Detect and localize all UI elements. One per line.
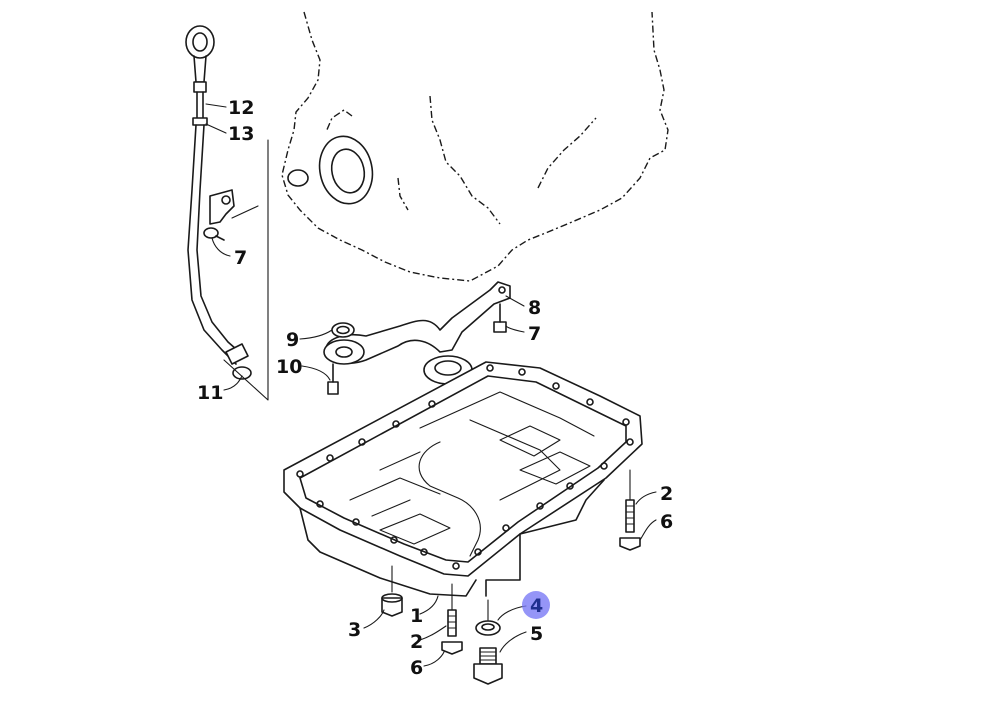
callout-9: 9 bbox=[286, 329, 299, 351]
nut-6-bottom bbox=[441, 641, 463, 655]
oil-pan bbox=[283, 361, 643, 597]
drain-plug-5 bbox=[473, 647, 503, 685]
nut-6-right bbox=[619, 537, 641, 551]
bolt-10 bbox=[327, 363, 339, 395]
gasket-4 bbox=[475, 599, 501, 636]
leader-lines bbox=[205, 103, 657, 667]
bolt-3 bbox=[381, 565, 403, 617]
stud-2-right bbox=[625, 469, 635, 533]
callout-11: 11 bbox=[197, 382, 223, 404]
callout-12: 12 bbox=[228, 97, 254, 119]
bolt-7-strainer bbox=[493, 303, 507, 333]
engine-block-outline bbox=[281, 11, 669, 282]
callout-4: 4 bbox=[530, 595, 543, 617]
callout-7-strainer: 7 bbox=[528, 323, 541, 345]
callout-13: 13 bbox=[228, 123, 254, 145]
dipstick-assembly bbox=[185, 25, 252, 380]
callout-10: 10 bbox=[276, 356, 302, 378]
callout-8: 8 bbox=[528, 297, 541, 319]
callout-6-bottom: 6 bbox=[410, 657, 423, 679]
callout-2-bottom: 2 bbox=[410, 631, 423, 653]
dipstick-bracket-panel bbox=[223, 139, 269, 401]
o-ring-9 bbox=[331, 322, 355, 338]
callout-4-highlight-marker bbox=[522, 591, 550, 619]
crankshaft-seal-bore bbox=[287, 135, 374, 205]
callout-7-dipstick: 7 bbox=[234, 247, 247, 269]
callout-5: 5 bbox=[530, 623, 543, 645]
bolt-7-dipstick bbox=[203, 227, 225, 241]
callout-1: 1 bbox=[410, 605, 423, 627]
callout-2-right: 2 bbox=[660, 483, 673, 505]
callout-3: 3 bbox=[348, 619, 361, 641]
callout-6-right: 6 bbox=[660, 511, 673, 533]
stud-2-bottom bbox=[447, 583, 457, 637]
callout-labels: 12 13 7 11 9 10 8 7 2 6 4 5 3 1 2 6 bbox=[197, 97, 673, 679]
